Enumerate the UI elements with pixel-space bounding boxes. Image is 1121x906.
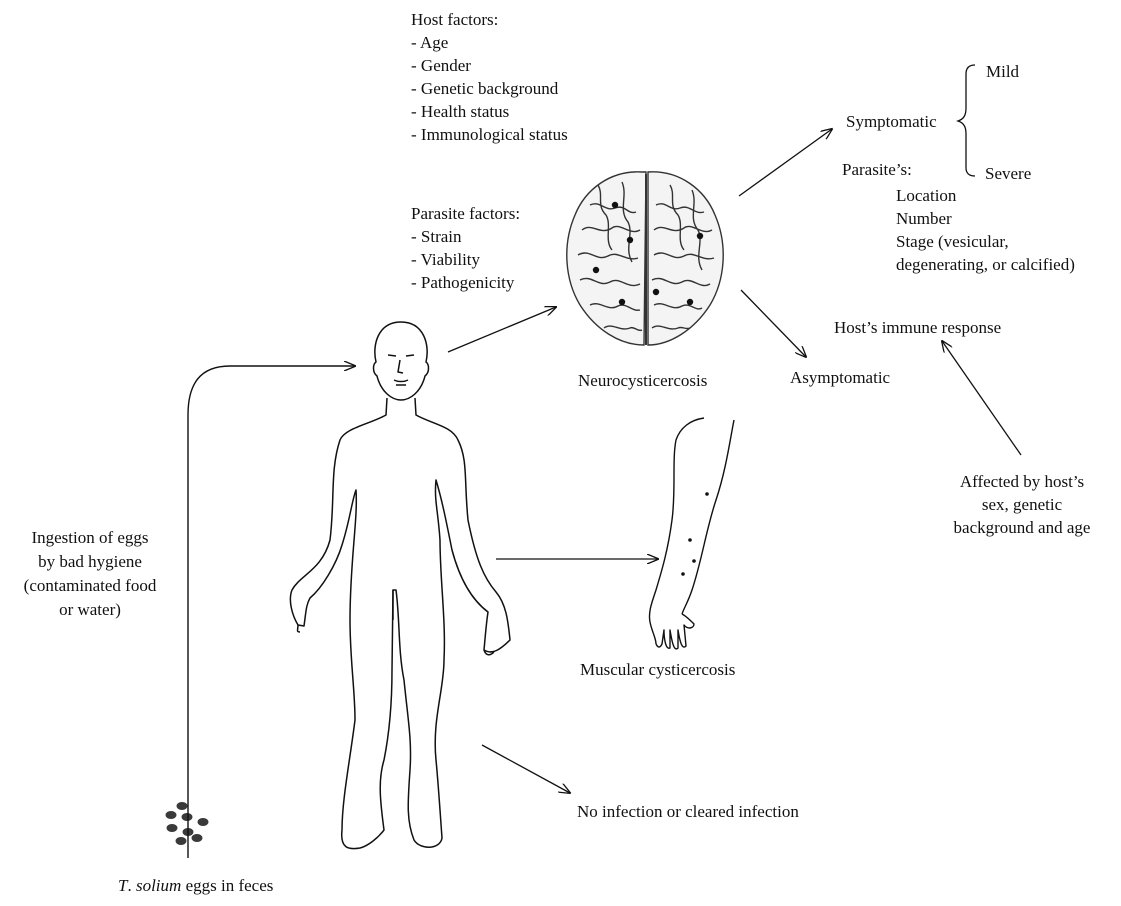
ingestion-line: or water) — [1, 598, 179, 622]
ingestion-line: by bad hygiene — [1, 550, 179, 574]
asymptomatic-label: Asymptomatic — [790, 366, 890, 389]
human-figure — [290, 322, 510, 849]
mild-severe-brace — [958, 65, 975, 176]
symptomatic-label: Symptomatic — [846, 110, 937, 133]
list-item: Stage (vesicular, — [896, 230, 1075, 253]
affected-by-block: Affected by host’s sex, genetic backgrou… — [922, 470, 1121, 539]
arrow-to-asymptomatic — [741, 290, 806, 357]
arm-illustration — [649, 418, 734, 649]
list-item: - Gender — [411, 54, 568, 77]
list-item: - Age — [411, 31, 568, 54]
affected-by-line: sex, genetic — [922, 493, 1121, 516]
ingestion-line: Ingestion of eggs — [1, 526, 179, 550]
muscular-cysticercosis-label: Muscular cysticercosis — [580, 658, 735, 681]
list-item: - Genetic background — [411, 77, 568, 100]
host-factors-block: Host factors: - Age - Gender - Genetic b… — [411, 8, 568, 146]
host-factors-list: - Age - Gender - Genetic background - He… — [411, 31, 568, 146]
list-item: - Viability — [411, 248, 520, 271]
parasite-factors-title: Parasite factors: — [411, 202, 520, 225]
genus-dot: . — [127, 876, 136, 895]
list-item: Number — [896, 207, 1075, 230]
parasite-factors-list: - Strain - Viability - Pathogenicity — [411, 225, 520, 294]
mild-label: Mild — [986, 60, 1019, 83]
ingestion-block: Ingestion of eggs by bad hygiene (contam… — [1, 526, 179, 622]
eggs-illustration — [166, 802, 209, 845]
ingestion-line: (contaminated food — [1, 574, 179, 598]
list-item: - Immunological status — [411, 123, 568, 146]
affected-by-line: Affected by host’s — [922, 470, 1121, 493]
brain-illustration — [567, 172, 723, 345]
severe-label: Severe — [985, 162, 1031, 185]
host-factors-title: Host factors: — [411, 8, 568, 31]
list-item: - Health status — [411, 100, 568, 123]
list-item: Location — [896, 184, 1075, 207]
arrow-to-symptomatic — [739, 129, 832, 196]
list-item: - Pathogenicity — [411, 271, 520, 294]
list-item: - Strain — [411, 225, 520, 248]
parasites-list: Location Number Stage (vesicular, degene… — [896, 184, 1075, 276]
affected-by-line: background and age — [922, 516, 1121, 539]
arrow-to-neuro — [448, 307, 556, 352]
eggs-caption-suffix: eggs in feces — [181, 876, 273, 895]
no-infection-label: No infection or cleared infection — [577, 800, 799, 823]
ingestion-path — [188, 366, 355, 858]
parasite-factors-block: Parasite factors: - Strain - Viability -… — [411, 202, 520, 294]
eggs-caption: T. solium eggs in feces — [118, 874, 273, 897]
list-item: degenerating, or calcified) — [896, 253, 1075, 276]
neurocysticercosis-label: Neurocysticercosis — [578, 369, 707, 392]
species-name: solium — [136, 876, 181, 895]
arrow-to-immune — [942, 341, 1021, 455]
arm-cyst-dots — [681, 492, 709, 576]
parasites-title: Parasite’s: — [842, 158, 912, 181]
host-immune-response-label: Host’s immune response — [834, 316, 1001, 339]
arrow-to-no-infection — [482, 745, 570, 793]
